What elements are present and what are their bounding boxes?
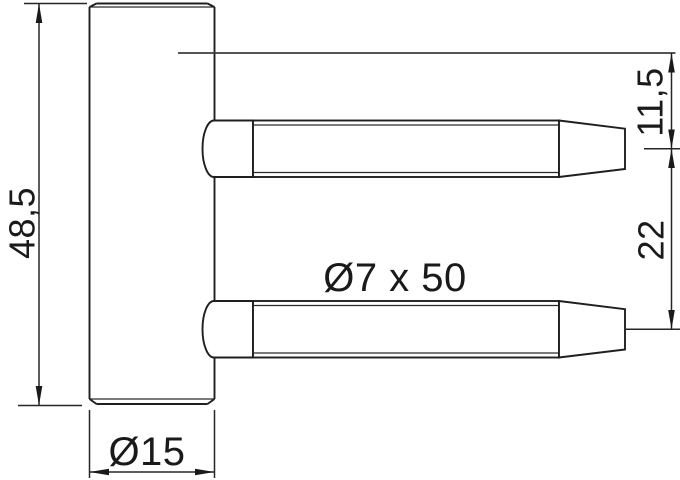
barrel-top-left-chamfer xyxy=(89,2,97,8)
barrel-bottom-right-chamfer xyxy=(206,398,216,405)
pin-top-cap xyxy=(201,119,254,178)
hinge-barrel xyxy=(88,2,216,405)
overall-height-label: 48,5 xyxy=(2,187,43,259)
barrel-bottom-left-chamfer xyxy=(88,398,98,405)
barrel-diameter-label: Ø15 xyxy=(108,430,185,474)
arrow-up-icon xyxy=(35,3,43,23)
arrow-down-icon xyxy=(35,386,43,406)
dimension-pin-top-offset: 11,5 xyxy=(630,53,680,150)
dimension-barrel-diameter: Ø15 xyxy=(88,410,216,478)
pin-spacing-label: 22 xyxy=(631,219,672,260)
pin-spec-label: Ø7 x 50 xyxy=(323,256,467,300)
arrow-down-icon xyxy=(668,129,675,149)
barrel-top-right-chamfer xyxy=(207,2,215,8)
pin-bottom-tip xyxy=(558,299,626,359)
pin-bottom xyxy=(201,299,626,359)
pin-top xyxy=(201,119,626,179)
arrow-right-icon xyxy=(195,468,215,476)
pin-bottom-cap xyxy=(201,300,254,359)
pin-bottom-body xyxy=(252,300,560,359)
arrow-up-icon xyxy=(668,148,675,168)
arrow-up-icon xyxy=(668,53,675,73)
arrow-down-icon xyxy=(668,310,675,330)
pin-top-body xyxy=(252,119,560,178)
dimension-overall-height: 48,5 xyxy=(2,2,87,407)
arrow-left-icon xyxy=(89,468,109,476)
dimension-pin-spacing: 22 xyxy=(626,148,680,330)
pin-top-offset-label: 11,5 xyxy=(630,67,671,136)
pin-top-tip xyxy=(558,119,626,179)
